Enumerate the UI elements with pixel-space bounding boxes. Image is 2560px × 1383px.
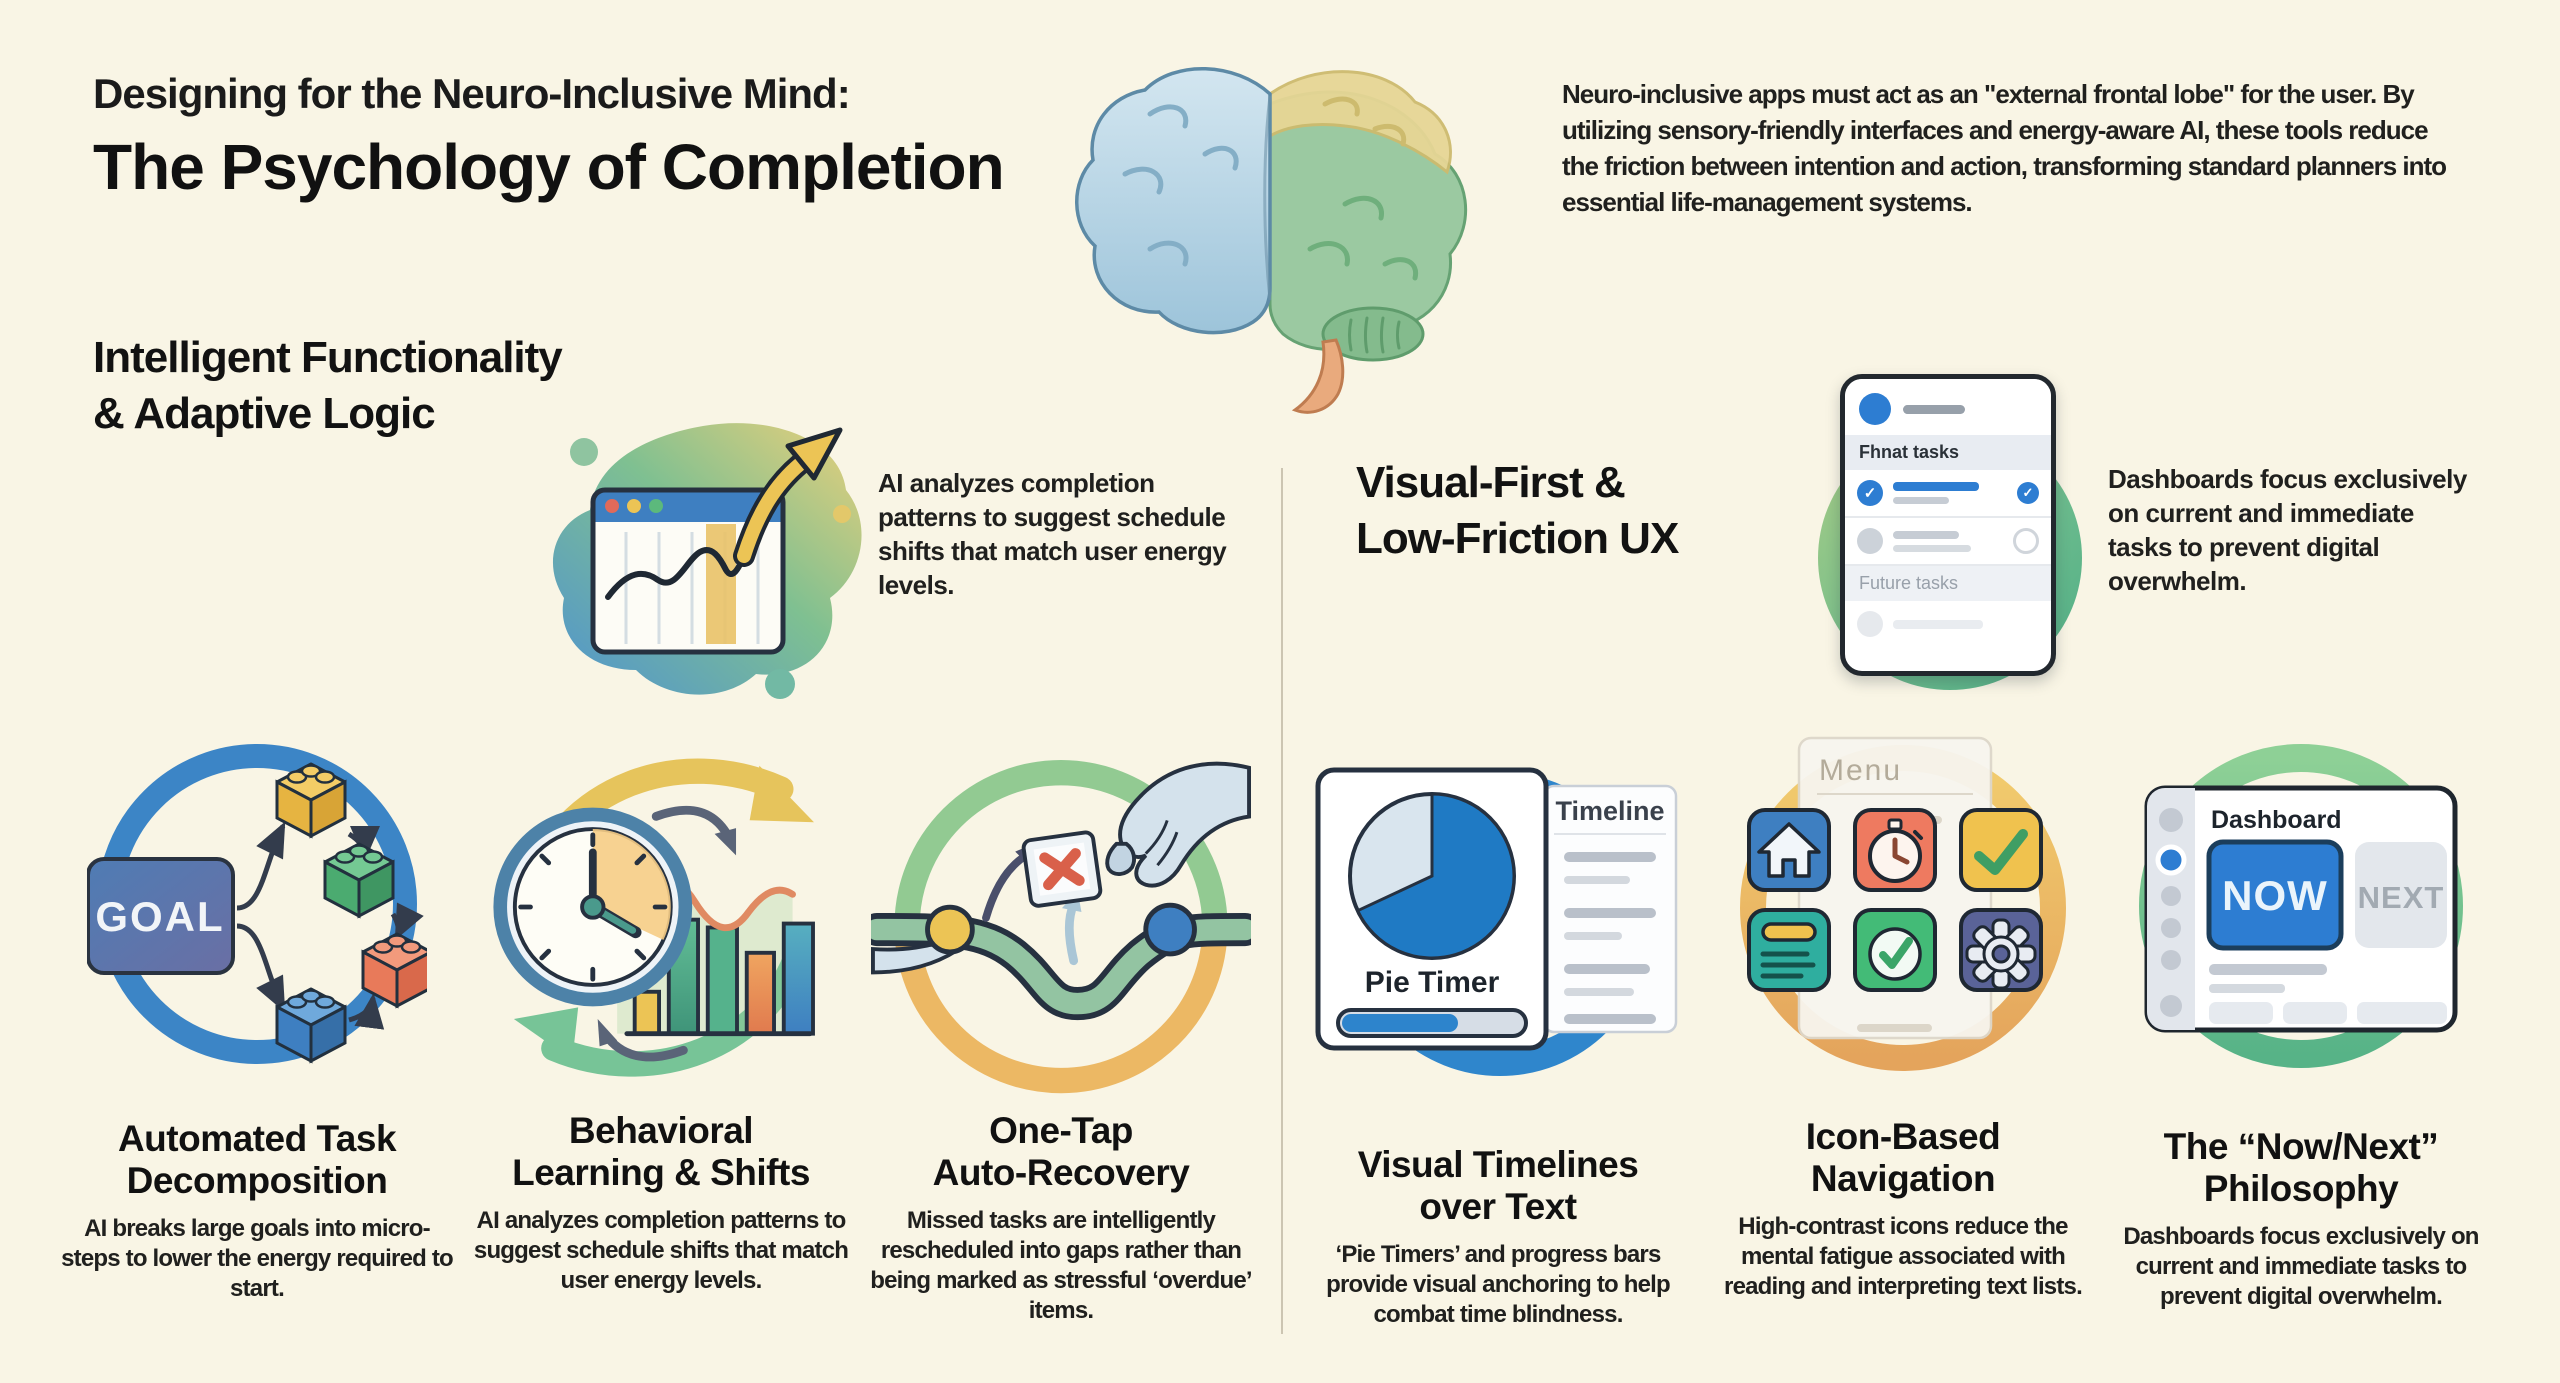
timeline-label: Timeline	[1555, 796, 1664, 826]
section-heading-visual-first: Visual-First & Low-Friction UX	[1356, 458, 1679, 563]
now-label: NOW	[2222, 872, 2328, 919]
feature-title: One-Tap Auto-Recovery	[932, 1110, 1190, 1194]
next-label: NEXT	[2358, 880, 2445, 915]
timer-tile	[1853, 808, 1937, 892]
phone-header	[1845, 379, 2051, 435]
empty-circle-icon	[2013, 528, 2039, 554]
pie-timer-icon: Timeline Pie Ti	[1308, 756, 1688, 1128]
task-row-faded	[1845, 601, 2051, 647]
feature-description: Missed tasks are intelligently reschedul…	[870, 1207, 1252, 1325]
dashboard-label: Dashboard	[2211, 806, 2342, 834]
pie-timer-card: Pie Timer	[1315, 767, 1549, 1051]
missed-task-card	[1021, 830, 1103, 908]
page-title-kicker: Designing for the Neuro-Inclusive Mind:	[93, 70, 851, 117]
task-subtitle-bar	[1893, 497, 1949, 504]
auto-recovery-icon	[871, 722, 1251, 1094]
section-heading-intelligent-functionality: Intelligent Functionality & Adaptive Log…	[93, 333, 563, 438]
feature-description: AI analyzes completion patterns to sugge…	[473, 1207, 849, 1295]
next-card	[2355, 842, 2447, 948]
settings-tile	[1959, 908, 2043, 992]
done-tile	[1853, 908, 1937, 992]
inactive-circle-icon	[1857, 528, 1883, 554]
active-nav-dot	[2155, 844, 2187, 876]
progress-bar	[1342, 1014, 1458, 1032]
lego-brick-red	[361, 932, 427, 1009]
sidebar	[2147, 788, 2195, 1030]
feature-now-next-philosophy: Dashboard NOW NEXT The “Now/Next” Philos…	[2111, 722, 2491, 1312]
task-title-bar	[1893, 619, 1983, 629]
feature-automated-task-decomposition: GOAL	[61, 722, 454, 1304]
pie-chart	[1355, 792, 1516, 960]
milestone-dot-yellow	[925, 904, 975, 955]
feature-description: High-contrast icons reduce the mental fa…	[1724, 1213, 2083, 1301]
header-placeholder-bar	[1903, 404, 1965, 414]
feature-title: Visual Timelines over Text	[1357, 1144, 1639, 1228]
check-circle-icon	[1879, 937, 1913, 969]
check-circle-icon: ✓	[1857, 480, 1883, 506]
list-tile	[1747, 908, 1831, 992]
section-divider	[1281, 468, 1283, 1334]
brain-illustration	[1055, 34, 1485, 434]
focus-phone-illustration: Fhnat tasks ✓ ✓ Future tasks	[1810, 368, 2100, 698]
feature-description: AI breaks large goals into micro-steps t…	[61, 1215, 454, 1303]
now-card	[2206, 839, 2344, 951]
feature-description: ‘Pie Timers’ and progress bars provide v…	[1326, 1241, 1671, 1329]
check-tile	[1959, 808, 2043, 892]
now-next-dashboard-icon: Dashboard NOW NEXT	[2111, 738, 2491, 1110]
home-icon	[1757, 822, 1821, 878]
task-decomposition-icon: GOAL	[67, 730, 447, 1102]
lego-brick-blue	[275, 987, 347, 1064]
ring-bottom	[894, 913, 1228, 1094]
dashboard-focus-blurb: Dashboards focus exclusively on current …	[2108, 464, 2467, 596]
feature-title: Icon-Based Navigation	[1805, 1116, 2001, 1200]
future-tasks-section-label: Future tasks	[1845, 566, 2051, 601]
clock-icon	[493, 807, 693, 1007]
icon-grid-illustration: Menu	[1713, 728, 2093, 1100]
behavioral-learning-icon	[471, 722, 851, 1094]
page-title-main: The Psychology of Completion	[93, 131, 1005, 203]
feature-title: Behavioral Learning & Shifts	[512, 1110, 810, 1194]
phone-mockup: Fhnat tasks ✓ ✓ Future tasks	[1840, 374, 2056, 676]
goal-label: GOAL	[95, 893, 224, 940]
menu-label: Menu	[1819, 754, 1902, 787]
feature-visual-timelines: Timeline Pie Ti	[1308, 722, 1688, 1330]
task-title-bar	[1893, 482, 1979, 491]
lego-brick-yellow	[275, 762, 347, 839]
avatar	[1859, 393, 1891, 425]
task-row-pending	[1845, 518, 2051, 566]
growth-chart-icon	[552, 423, 862, 699]
feature-title: The “Now/Next” Philosophy	[2163, 1126, 2439, 1210]
growth-chart-illustration	[548, 412, 878, 722]
goal-box: GOAL	[87, 857, 235, 975]
task-subtitle-bar	[1893, 544, 1971, 552]
task-title-bar	[1893, 530, 1959, 539]
home-tile	[1747, 808, 1831, 892]
task-row-done: ✓ ✓	[1845, 470, 2051, 518]
hand-icon	[1118, 761, 1251, 888]
x-mark-icon	[1039, 848, 1085, 891]
lego-brick-green	[323, 842, 395, 919]
timeline-card: Timeline	[1542, 784, 1678, 1034]
feature-title: Automated Task Decomposition	[117, 1118, 397, 1202]
faded-circle-icon	[1857, 611, 1883, 637]
feature-behavioral-learning: Behavioral Learning & Shifts AI analyzes…	[471, 722, 851, 1296]
milestone-dot-blue	[1143, 902, 1197, 957]
feature-one-tap-auto-recovery: One-Tap Auto-Recovery Missed tasks are i…	[870, 722, 1253, 1326]
dashboard-card: Dashboard NOW NEXT	[2144, 785, 2458, 1033]
list-icon	[1761, 922, 1817, 942]
ring-top	[894, 760, 1228, 940]
gear-icon	[1965, 918, 2037, 990]
feature-icon-based-navigation: Menu	[1713, 722, 2093, 1302]
pie-timer-label: Pie Timer	[1365, 966, 1500, 999]
feature-description: Dashboards focus exclusively on current …	[2123, 1223, 2479, 1311]
brain-icon	[1075, 66, 1468, 414]
check-circle-icon: ✓	[2017, 482, 2039, 504]
page-title: Designing for the Neuro-Inclusive Mind: …	[93, 70, 1005, 204]
intro-paragraph: Neuro-inclusive apps must act as an "ext…	[1562, 79, 2447, 217]
checkmark-icon	[1974, 829, 2028, 875]
current-tasks-section-label: Fhnat tasks	[1845, 435, 2051, 470]
ai-analysis-blurb: AI analyzes completion patterns to sugge…	[878, 468, 1227, 600]
